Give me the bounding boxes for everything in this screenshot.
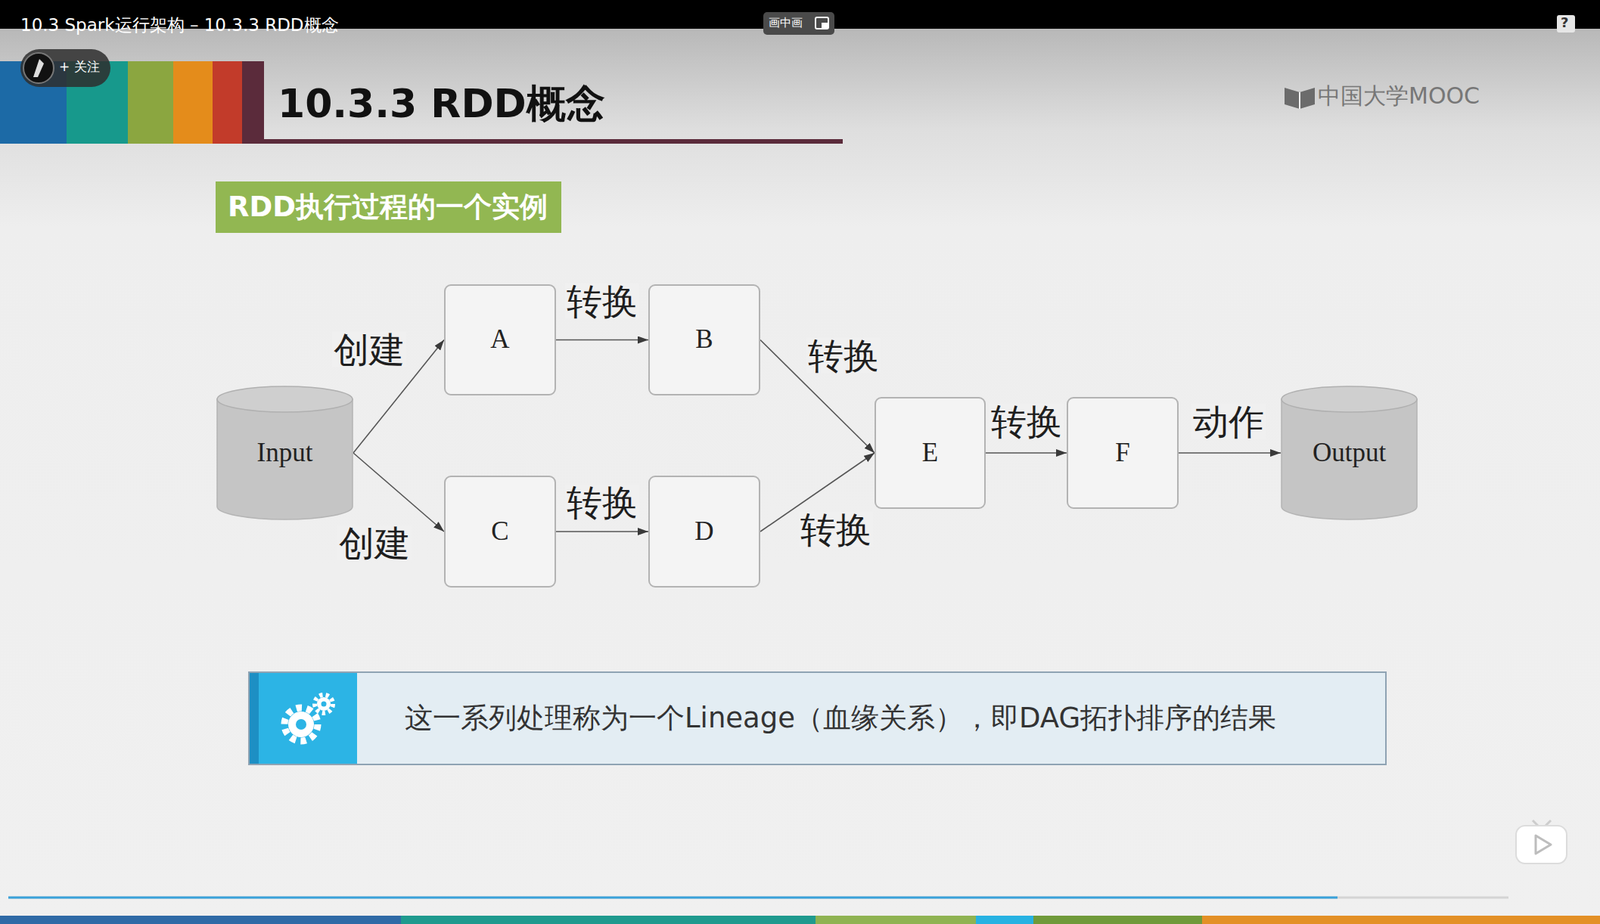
gear-body — [288, 711, 314, 738]
node-text: RDD执行过程的一个实例 — [227, 191, 548, 224]
note-callout: 这一系列处理称为一个Lineage（血缘关系），即DAG拓扑排序的结果 — [248, 671, 1387, 766]
gear-hole — [321, 702, 327, 708]
avatar-figure — [33, 59, 44, 78]
rdd-box: E — [874, 397, 986, 510]
node-text: F — [1115, 438, 1130, 469]
mooc-logo-icon — [1298, 92, 1301, 109]
gear-body — [316, 697, 331, 712]
stripe — [173, 61, 213, 144]
help-box — [1556, 15, 1576, 33]
node-text: C — [490, 516, 509, 547]
node-text: E — [922, 438, 939, 469]
node-text: Output — [1312, 438, 1386, 469]
gear-teeth — [314, 695, 333, 714]
mooc-logo-text: 中国大学MOOC — [1317, 83, 1480, 110]
cylinder-body — [217, 399, 353, 520]
connector-arrow — [556, 531, 649, 533]
follow-label: + 关注 — [59, 59, 100, 75]
gear-icon — [258, 673, 358, 765]
stripe — [212, 61, 243, 144]
rdd-box: A — [444, 284, 557, 396]
pip-icon — [815, 17, 829, 29]
rdd-box: F — [1066, 397, 1179, 510]
progress-track — [8, 897, 1509, 900]
bottom-stripe — [975, 916, 1034, 924]
edge-label: 转换 — [989, 403, 1064, 440]
play-button — [1516, 826, 1567, 864]
cylinder-body — [1281, 399, 1417, 520]
slide-title: 10.3.3 RDD概念 — [277, 81, 606, 128]
gear-hole — [295, 719, 307, 731]
rdd-box: B — [648, 284, 761, 396]
follow-pill — [20, 49, 111, 87]
video-title: 10.3 Spark运行架构 – 10.3.3 RDD概念 — [20, 15, 339, 35]
edge-label: 转换 — [565, 484, 640, 521]
node-text: 这一系列处理称为一个Lineage（血缘关系），即DAG拓扑排序的结果 — [404, 702, 1277, 736]
bottom-stripe — [1033, 916, 1203, 924]
bottom-stripe — [1202, 916, 1600, 924]
section-tag: RDD执行过程的一个实例 — [215, 181, 562, 234]
connector-arrow — [556, 339, 649, 342]
pip-icon — [821, 22, 829, 29]
bottom-stripe — [400, 916, 816, 924]
callout-icon-panel — [249, 673, 358, 765]
play-triangle — [1535, 835, 1551, 855]
pip-button — [763, 12, 835, 35]
stripe — [242, 61, 265, 144]
connector-arrow — [1178, 452, 1281, 454]
node-text: Input — [257, 438, 314, 469]
gear-teeth — [284, 708, 318, 742]
cylinder-top — [1281, 386, 1417, 413]
stripe — [127, 61, 174, 144]
connector-arrow — [353, 453, 445, 532]
edge-label: 转换 — [565, 283, 640, 320]
mooc-logo-icon — [1284, 87, 1315, 109]
title-underline — [264, 139, 843, 144]
connector-arrow — [985, 452, 1067, 454]
help-icon: ? — [1560, 15, 1569, 32]
cylinder-top — [217, 386, 353, 413]
edge-label: 创建 — [337, 525, 412, 562]
pip-label: 画中画 — [768, 16, 803, 30]
node-text: A — [490, 324, 510, 355]
progress-played — [8, 897, 1338, 900]
rdd-box: C — [444, 475, 557, 588]
data-store-cylinder: Input — [216, 385, 354, 521]
rdd-box: D — [648, 475, 761, 588]
edge-label: 转换 — [798, 512, 874, 548]
bottom-stripe — [815, 916, 976, 924]
data-store-cylinder: Output — [1280, 385, 1418, 521]
edge-label: 创建 — [332, 332, 407, 368]
avatar — [23, 52, 54, 84]
bottom-stripe — [0, 916, 401, 924]
edge-label: 转换 — [806, 338, 881, 374]
edge-label: 动作 — [1191, 403, 1266, 440]
node-text: D — [694, 516, 714, 547]
node-text: B — [695, 324, 713, 355]
